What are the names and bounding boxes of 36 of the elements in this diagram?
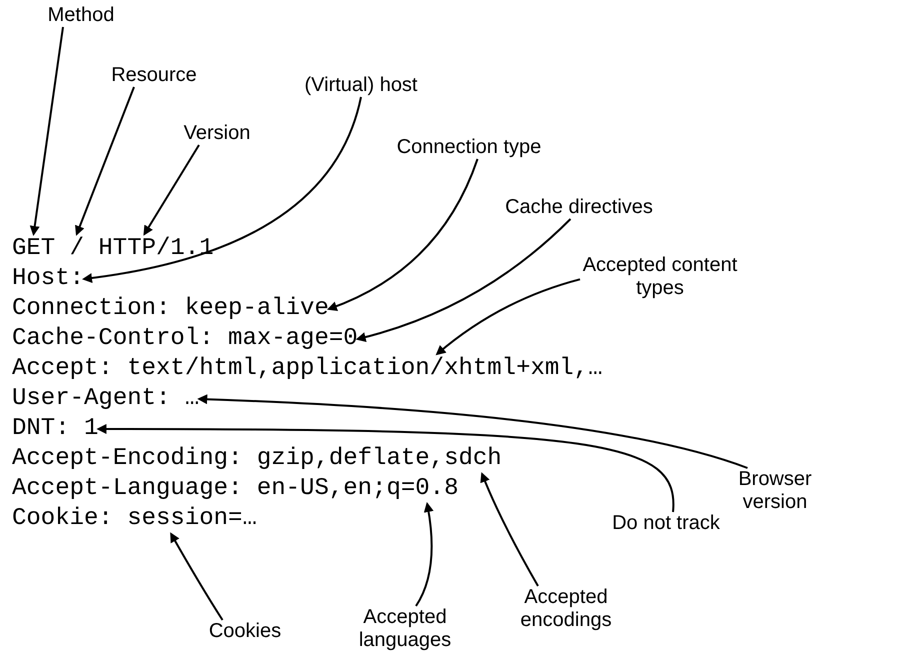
annotation-label: Browser version [720,468,830,514]
code-text: Host: [12,264,84,294]
arrow [197,394,748,469]
code-text: / [70,234,84,264]
annotation-label: Accepted encodings [496,586,636,632]
code-text: Connection: keep-alive [12,294,329,324]
annotation-label: Version [172,122,262,145]
arrow [30,26,64,236]
arrow [327,158,478,311]
code-text: Accept: text/html,application/xhtml+xml,… [12,354,602,384]
arrow [170,532,224,621]
arrow [415,502,434,607]
code-text: Cookie: session=… [12,504,257,534]
annotation-label: (Virtual) host [286,74,436,97]
code-text: User-Agent: … [12,384,200,414]
code-text: HTTP/1.1 [98,234,214,264]
annotation-label: Accepted languages [350,606,460,652]
annotation-label: Cache directives [494,196,664,219]
arrow [96,424,674,512]
code-text: Cache-Control: max-age=0 [12,324,358,354]
annotation-label: Method [36,4,126,27]
annotation-label: Cookies [200,620,290,643]
arrow [436,278,580,356]
arrow [356,218,572,342]
arrow [75,86,135,236]
code-text: Accept-Language: en-US,en;q=0.8 [12,474,458,504]
annotation-label: Accepted content types [580,254,740,300]
annotation-label: Connection type [384,136,554,159]
code-text: GET [12,234,56,264]
arrow [143,144,200,236]
annotation-label: Resource [104,64,204,87]
arrow [480,472,539,586]
arrow [82,96,362,283]
annotation-label: Do not track [596,512,736,535]
code-text: Accept-Encoding: gzip,deflate,sdch [12,444,502,474]
code-text: DNT: 1 [12,414,98,444]
